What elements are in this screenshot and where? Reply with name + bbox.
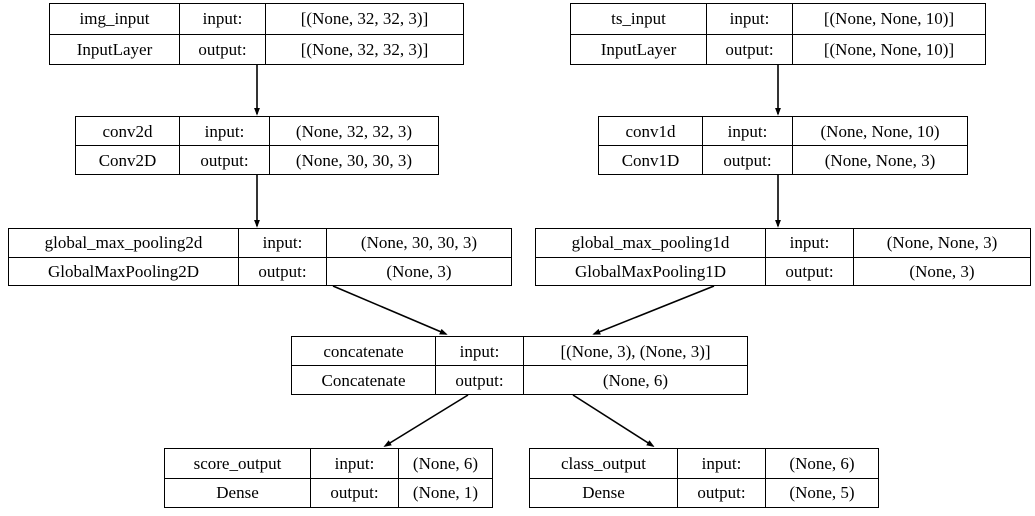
node-score_output-output-label: output:: [311, 478, 399, 507]
node-global_max_pooling2d-input-shape: (None, 30, 30, 3): [360, 233, 478, 253]
node-concatenate-name: concatenate: [292, 337, 436, 365]
node-ts_input-output-shape: [(None, None, 10)]: [823, 39, 955, 59]
node-ts_input-input-shape: [(None, None, 10)]: [823, 9, 955, 29]
node-global_max_pooling1d-output-shape: (None, 3): [909, 261, 975, 281]
node-conv2d-name: conv2d: [76, 117, 180, 145]
node-conv1d-output-label: output:: [703, 146, 793, 174]
node-class_output-input-label: input:: [678, 449, 766, 478]
node-concatenate-input-shape: [(None, 3), (None, 3)]: [560, 341, 711, 361]
node-img_input-output-shape: [(None, 32, 32, 3)]: [300, 39, 429, 59]
node-concatenate-input-label: input:: [436, 337, 524, 365]
node-concatenate-output-shape: (None, 6): [602, 370, 669, 390]
node-conv1d-output-shape: (None, None, 3): [824, 150, 936, 170]
node-conv2d-class: Conv2D: [76, 146, 180, 174]
node-concatenate-class: Concatenate: [292, 366, 436, 394]
node-global_max_pooling2d-input-label: input:: [239, 229, 327, 257]
node-score_output-name: score_output: [165, 449, 311, 478]
node-global_max_pooling2d-output-shape: (None, 3): [386, 261, 452, 281]
node-score_output-input-label: input:: [311, 449, 399, 478]
node-concatenate-output-label: output:: [436, 366, 524, 394]
node-conv1d-name: conv1d: [599, 117, 703, 145]
node-conv1d-input-label: input:: [703, 117, 793, 145]
node-global_max_pooling1d-class: GlobalMaxPooling1D: [536, 257, 766, 285]
edge-concatenate-to-score_output: [383, 394, 469, 447]
node-conv2d-output-shape: (None, 30, 30, 3): [295, 150, 413, 170]
node-conv2d-input-label: input:: [180, 117, 270, 145]
node-conv2d-input-shape: (None, 32, 32, 3): [295, 121, 413, 141]
node-conv1d-input-shape: (None, None, 10): [820, 121, 940, 141]
node-global_max_pooling1d-input-shape: (None, None, 3): [886, 233, 998, 253]
node-img_input-class: InputLayer: [50, 34, 180, 64]
node-ts_input-output-label: output:: [707, 34, 793, 64]
node-conv2d-output-label: output:: [180, 146, 270, 174]
node-img_input-name: img_input: [50, 4, 180, 34]
node-global_max_pooling1d-name: global_max_pooling1d: [536, 229, 766, 257]
node-class_output-name: class_output: [530, 449, 678, 478]
node-global_max_pooling1d-output-label: output:: [766, 257, 854, 285]
node-score_output-input-shape: (None, 6): [412, 453, 479, 473]
node-ts_input-input-label: input:: [707, 4, 793, 34]
node-global_max_pooling2d-name: global_max_pooling2d: [9, 229, 239, 257]
node-class_output-input-shape: (None, 6): [789, 453, 855, 473]
node-conv1d-class: Conv1D: [599, 146, 703, 174]
edge-global_max_pooling2d-to-concatenate: [332, 285, 448, 335]
node-score_output-class: Dense: [165, 478, 311, 507]
node-class_output-output-label: output:: [678, 478, 766, 507]
edge-global_max_pooling1d-to-concatenate: [592, 285, 715, 335]
node-img_input-input-label: input:: [180, 4, 266, 34]
node-class_output-output-shape: (None, 5): [789, 483, 855, 503]
node-img_input-output-label: output:: [180, 34, 266, 64]
node-img_input-input-shape: [(None, 32, 32, 3)]: [300, 9, 429, 29]
node-global_max_pooling2d-output-label: output:: [239, 257, 327, 285]
node-class_output-class: Dense: [530, 478, 678, 507]
node-global_max_pooling2d-class: GlobalMaxPooling2D: [9, 257, 239, 285]
edge-concatenate-to-class_output: [572, 394, 655, 447]
node-global_max_pooling1d-input-label: input:: [766, 229, 854, 257]
node-score_output-output-shape: (None, 1): [412, 483, 479, 503]
node-ts_input-name: ts_input: [571, 4, 707, 34]
node-ts_input-class: InputLayer: [571, 34, 707, 64]
